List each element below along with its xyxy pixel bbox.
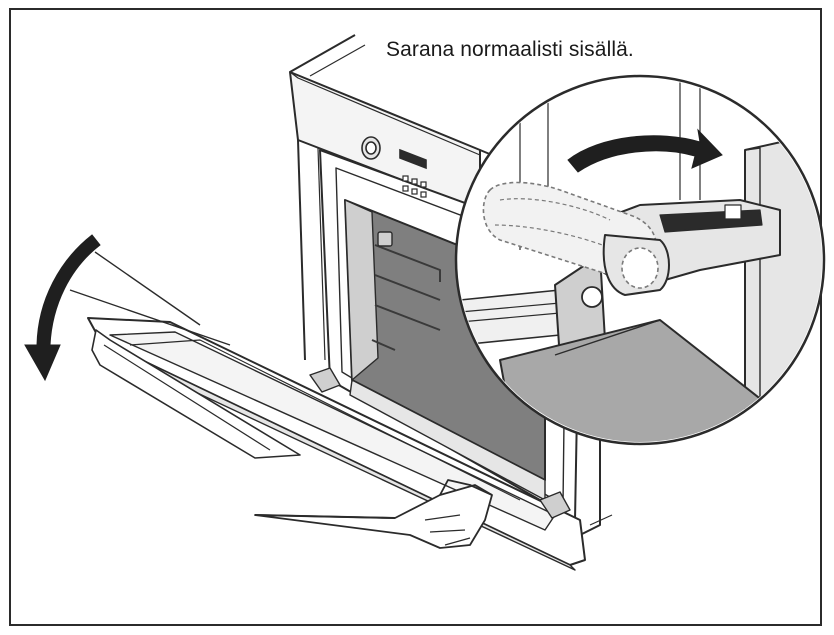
control-panel xyxy=(361,136,427,198)
rotation-arrow-icon xyxy=(567,128,723,173)
button-grid-icon xyxy=(402,175,427,198)
figure-frame xyxy=(9,8,822,626)
door-open-arrow-icon xyxy=(24,234,101,382)
guide-lines xyxy=(69,251,231,346)
leader-line xyxy=(589,514,613,526)
hand xyxy=(254,479,493,549)
hinge-caption: Sarana normaalisti sisällä. xyxy=(386,38,634,61)
display-icon xyxy=(399,148,427,170)
